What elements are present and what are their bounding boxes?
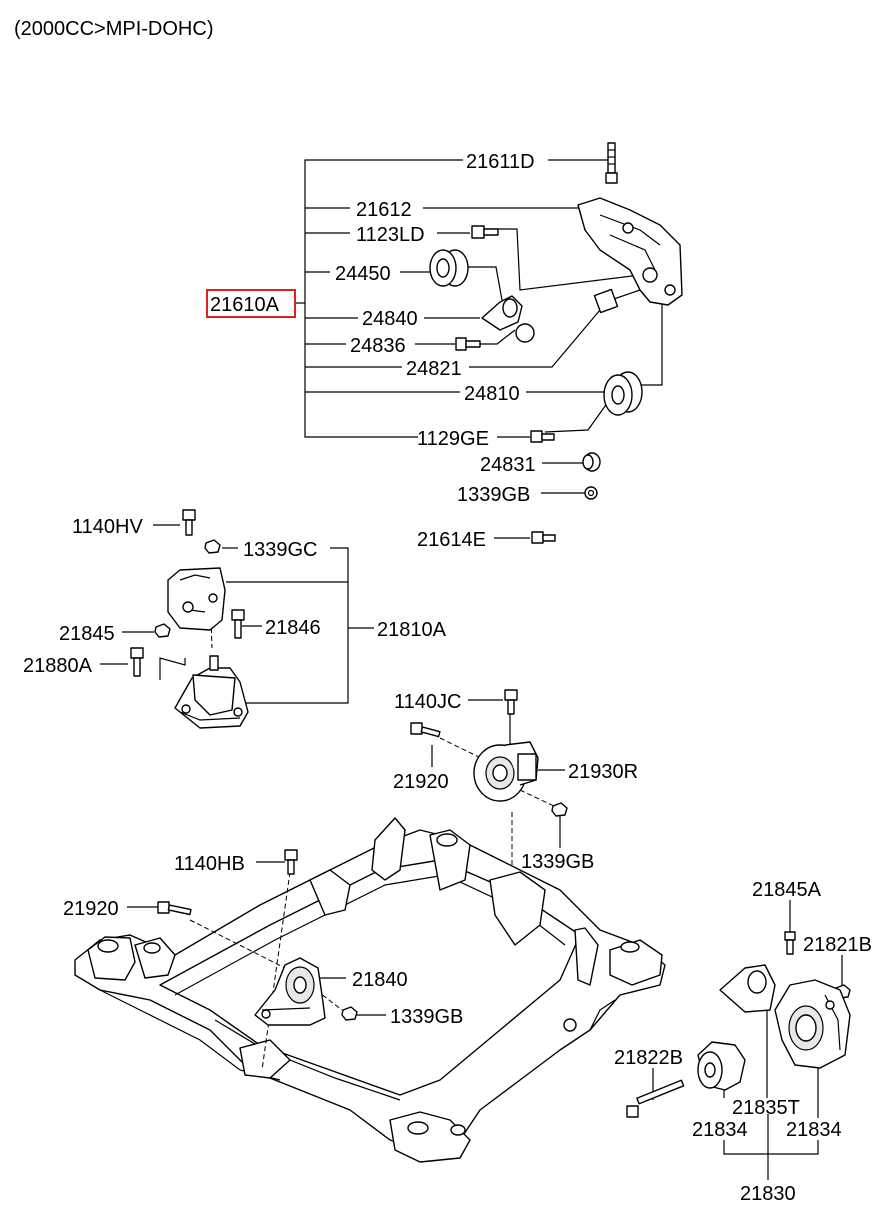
bolt-1123ld-icon xyxy=(471,225,499,239)
label-1123ld: 1123LD xyxy=(356,224,425,246)
label-21846: 21846 xyxy=(265,617,321,639)
bushing-21834-icon xyxy=(697,1041,746,1091)
mount-21840-icon xyxy=(254,957,326,1026)
bracket-24840-icon xyxy=(481,295,535,343)
bolt-1140hv-icon xyxy=(182,509,196,536)
label-21810a: 21810A xyxy=(377,619,447,641)
label-21845a: 21845A xyxy=(752,879,822,901)
mount-21930r-icon xyxy=(473,741,539,802)
bolt-1129ge-icon xyxy=(530,430,555,443)
label-1140hv: 1140HV xyxy=(72,516,143,538)
diagram-title: (2000CC>MPI-DOHC) xyxy=(14,18,213,40)
bolt-21822b-icon xyxy=(626,1079,685,1118)
bracket-21612-icon xyxy=(577,197,683,306)
label-21822b: 21822B xyxy=(614,1047,683,1069)
stud-21611d-icon xyxy=(605,142,618,184)
bolt-21920-rear-icon xyxy=(410,722,441,738)
upper-bracket-21810a-icon xyxy=(167,567,226,631)
bolt-21846-icon xyxy=(231,609,245,639)
assembly-21930r-leaders xyxy=(431,699,565,870)
nut-1339gb-top-icon xyxy=(584,486,598,500)
washer-24831-icon xyxy=(582,452,601,472)
pulley-24810-icon xyxy=(603,371,643,416)
label-21834-left: 21834 xyxy=(692,1119,748,1141)
label-21845: 21845 xyxy=(59,623,115,645)
label-1339gb-front: 1339GB xyxy=(390,1006,463,1028)
label-1339gb-top: 1339GB xyxy=(457,484,530,506)
bolt-1140hb-icon xyxy=(284,849,298,875)
assembly-21610a-leaders xyxy=(295,159,663,539)
bolt-21845a-icon xyxy=(784,931,796,955)
label-24840: 24840 xyxy=(362,308,418,330)
bolt-21880a-icon xyxy=(130,647,144,677)
label-21830: 21830 xyxy=(740,1183,796,1205)
nut-1339gb-front-icon xyxy=(341,1006,358,1021)
bracket-21835t-icon xyxy=(719,964,776,1013)
sleeve-24821-icon xyxy=(593,288,619,314)
nut-21845-icon xyxy=(154,623,171,638)
label-21611d: 21611D xyxy=(466,151,535,173)
nut-1339gb-rear-icon xyxy=(551,802,568,817)
label-24836: 24836 xyxy=(350,335,406,357)
label-1129ge: 1129GE xyxy=(417,428,489,450)
label-1140jc: 1140JC xyxy=(394,691,461,713)
label-1140hb: 1140HB xyxy=(174,853,245,875)
bolt-24836-icon xyxy=(455,337,481,351)
label-21835t: 21835T xyxy=(732,1097,800,1119)
label-21614e: 21614E xyxy=(417,529,486,551)
bolt-21614e-icon xyxy=(531,531,556,544)
label-24821: 24821 xyxy=(406,358,462,380)
label-21834-right: 21834 xyxy=(786,1119,842,1141)
label-21930r: 21930R xyxy=(568,761,638,783)
label-21920-rear: 21920 xyxy=(393,771,449,793)
label-1339gb-rear: 1339GB xyxy=(521,851,594,873)
subframe-crossmember-icon xyxy=(74,817,666,1163)
bolt-21920-front-icon xyxy=(157,901,192,916)
label-21920-front: 21920 xyxy=(63,898,119,920)
label-24831: 24831 xyxy=(480,454,536,476)
nut-1339gc-icon xyxy=(204,539,221,554)
label-21610a: 21610A xyxy=(210,294,280,316)
label-1339gc: 1339GC xyxy=(243,539,318,561)
lower-mount-21810a-icon xyxy=(174,655,249,729)
label-21880a: 21880A xyxy=(23,655,93,677)
bolt-1140jc-icon xyxy=(504,689,518,715)
subframe-leaders xyxy=(127,861,386,1071)
label-21840: 21840 xyxy=(352,969,408,991)
label-24450: 24450 xyxy=(335,263,391,285)
label-21821b: 21821B xyxy=(803,934,872,956)
bushing-24450-icon xyxy=(429,249,469,287)
housing-21834-icon xyxy=(774,979,851,1069)
highlight-box-21610a xyxy=(206,289,296,318)
label-24810: 24810 xyxy=(464,383,520,405)
label-21612: 21612 xyxy=(356,199,412,221)
